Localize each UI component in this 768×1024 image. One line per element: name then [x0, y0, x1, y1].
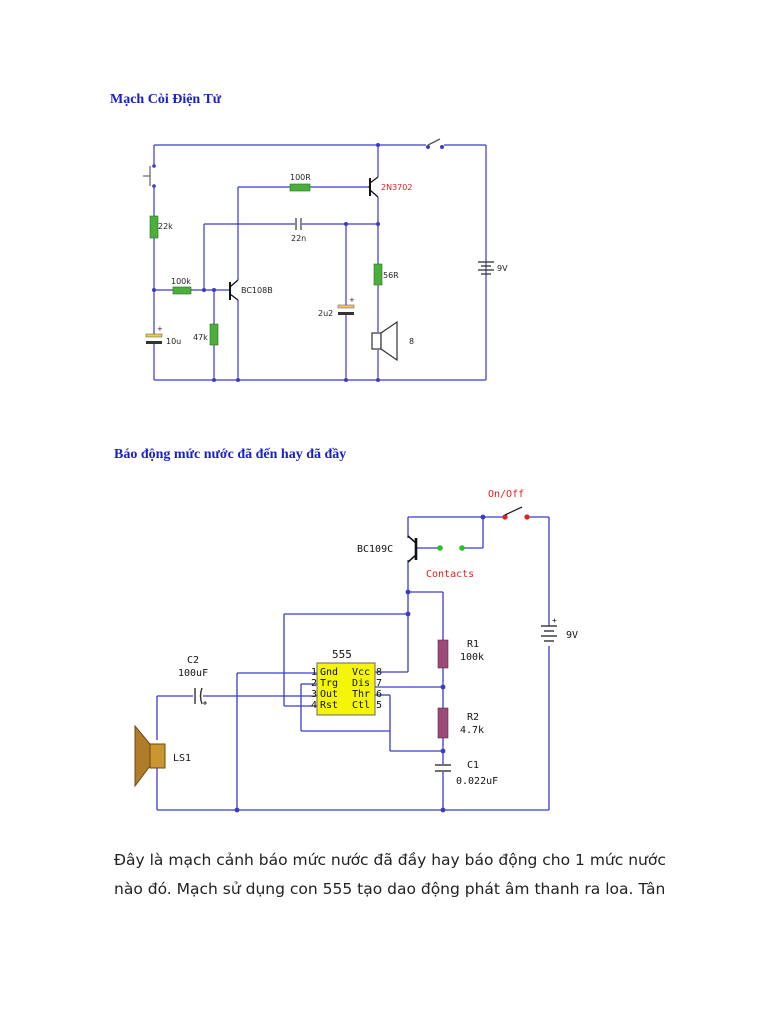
label-22n: 22n: [291, 234, 306, 243]
pin-dis: Dis: [352, 678, 370, 689]
npn-transistor-icon: [229, 279, 239, 301]
resistor-47k: [209, 323, 219, 346]
bc109c-transistor-icon: [407, 535, 418, 563]
water-alarm-circuit-diagram: + On/Off BC109C Contacts 555 R1 100k R2 …: [134, 489, 578, 813]
resistor-100k: [172, 286, 192, 295]
push-switch-icon: [143, 164, 156, 188]
capacitor-2u2: +: [337, 296, 355, 315]
ic-555: [316, 662, 376, 716]
pin-gnd: Gnd: [320, 667, 338, 678]
label-ls1: LS1: [173, 753, 191, 764]
label-9v: 9V: [566, 630, 578, 641]
section1-title: Mạch Còi Điện Tử: [110, 92, 222, 107]
label-9v: 9V: [497, 264, 508, 273]
siren-circuit-diagram: + + 100R 2N3702 22k 22n 9V 100k BC108B 5…: [143, 138, 508, 382]
label-22k: 22k: [158, 222, 173, 231]
resistor-56r: [373, 263, 383, 286]
capacitor-10u: +: [145, 325, 163, 344]
label-contacts: Contacts: [426, 569, 474, 580]
label-speaker-8: 8: [409, 337, 414, 346]
capacitor-22n: [295, 218, 302, 230]
capacitor-c1: [435, 764, 451, 772]
pin-vcc: Vcc: [352, 667, 370, 678]
pin-rst: Rst: [320, 700, 338, 711]
label-bc109c: BC109C: [357, 544, 393, 555]
pin-num-4: 4: [311, 700, 317, 711]
label-555: 555: [332, 648, 352, 661]
description-paragraph: Đây là mạch cảnh báo mức nước đã đầy hay…: [114, 846, 674, 904]
svg-text:+: +: [157, 325, 163, 333]
label-47k: 47k: [193, 333, 208, 342]
label-56r: 56R: [383, 271, 399, 280]
circuit2-wires: [156, 516, 550, 811]
pin-num-1: 1: [311, 667, 317, 678]
battery-plus: +: [552, 616, 557, 625]
pin-num-7: 7: [376, 678, 382, 689]
label-10u: 10u: [166, 337, 181, 346]
speaker-icon: [371, 320, 398, 362]
label-c2: C2: [187, 655, 199, 666]
resistor-r2: [437, 707, 449, 739]
paragraph-line-2: nào đó. Mạch sử dụng con 555 tạo dao độn…: [114, 880, 666, 898]
label-c1: C1: [467, 760, 479, 771]
section2-title: Báo động mức nước đã đến hay đã đầy: [114, 447, 347, 462]
speaker-ls1-icon: [134, 724, 166, 788]
label-2n3702: 2N3702: [381, 183, 412, 192]
pnp-transistor-icon: [368, 176, 379, 198]
pin-ctl: Ctl: [352, 700, 370, 711]
resistor-22k: [149, 215, 159, 239]
label-2u2: 2u2: [318, 309, 333, 318]
pin-num-2: 2: [311, 678, 317, 689]
battery-icon: [478, 261, 494, 275]
label-100r: 100R: [290, 173, 311, 182]
circuit1-wires: [153, 144, 487, 381]
pin-num-5: 5: [376, 700, 382, 711]
resistor-r1: [437, 639, 449, 669]
label-r1: R1: [467, 639, 479, 650]
label-onoff: On/Off: [488, 489, 524, 500]
pin-num-8: 8: [376, 667, 382, 678]
svg-text:+: +: [349, 296, 355, 304]
pin-thr: Thr: [352, 689, 370, 700]
battery-9v-icon: [541, 625, 557, 642]
onoff-switch-icon: [502, 506, 530, 520]
toggle-switch-icon: [426, 138, 444, 149]
label-r2-value: 4.7k: [460, 725, 484, 736]
capacitor-c2: [194, 687, 207, 705]
resistor-100r: [289, 183, 311, 192]
label-100k: 100k: [171, 277, 191, 286]
ic-pin-labels: Gnd Trg Out Rst Vcc Dis Thr Ctl 1 2 3 4 …: [311, 667, 382, 711]
pin-num-6: 6: [376, 689, 382, 700]
pin-out: Out: [320, 689, 338, 700]
pin-num-3: 3: [311, 689, 317, 700]
contacts-icon: [437, 545, 465, 551]
pin-trg: Trg: [320, 678, 338, 689]
label-r1-value: 100k: [460, 652, 484, 663]
label-r2: R2: [467, 712, 479, 723]
label-bc108b: BC108B: [241, 286, 273, 295]
paragraph-line-1: Đây là mạch cảnh báo mức nước đã đầy hay…: [114, 851, 666, 869]
label-c2-value: 100uF: [178, 668, 208, 679]
label-c1-value: 0.022uF: [456, 776, 498, 787]
